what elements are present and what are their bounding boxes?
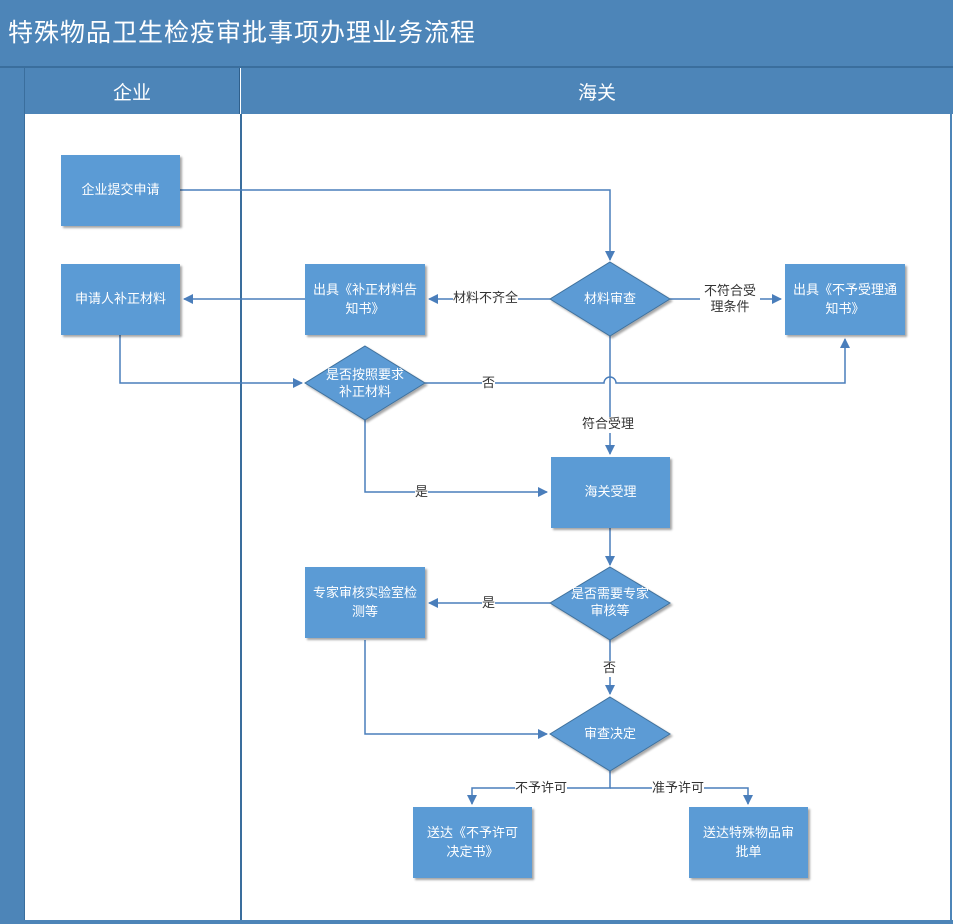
node-accept: 海关受理 — [551, 457, 670, 528]
edge-expert-to-decision — [364, 640, 548, 739]
diamond-need-expert-label: 是否需要专家审核等 — [570, 587, 649, 619]
edge-label-not-meet: 不符合受理条件 — [700, 284, 760, 316]
edge-label-yes-accept: 是 — [415, 485, 429, 501]
diamond-need-expert — [549, 566, 671, 641]
edge-submit-to-review — [180, 189, 615, 261]
title-bar: 特殊物品卫生检疫审批事项办理业务流程 — [0, 0, 953, 66]
edge-supplement-to-check — [119, 335, 303, 388]
edge-label-approve: 准予许可 — [652, 781, 705, 797]
page-title: 特殊物品卫生检疫审批事项办理业务流程 — [8, 18, 477, 47]
node-approve-doc: 送达特殊物品审批单 — [689, 807, 808, 878]
diamond-check-supplement — [304, 345, 426, 421]
node-supplement: 申请人补正材料 — [61, 264, 180, 335]
edge-label-no-check: 否 — [482, 376, 496, 392]
edge-label-no-expert: 否 — [603, 661, 617, 677]
diamond-review — [549, 261, 671, 337]
lane-border-bottom — [24, 920, 953, 924]
diamond-review-label: 材料审查 — [583, 291, 636, 307]
node-deny-doc: 送达《不予许可决定书》 — [413, 807, 532, 878]
node-expert: 专家审核实验室检测等 — [305, 567, 425, 638]
node-notice-reject: 出具《不予受理通知书》 — [785, 264, 905, 335]
lane-header-customs: 海关 — [241, 68, 953, 114]
lane-divider — [240, 114, 242, 924]
title-separator — [0, 66, 953, 68]
edge-check-yes-to-accept — [364, 420, 548, 497]
node-submit: 企业提交申请 — [61, 155, 180, 226]
diamond-check-supplement-label: 是否按照要求补正材料 — [325, 368, 404, 400]
pool-side-strip — [0, 68, 25, 924]
edge-label-incomplete: 材料不齐全 — [453, 291, 519, 307]
lane-border-right — [950, 114, 952, 924]
edge-check-no-to-reject — [425, 338, 850, 384]
edge-label-deny: 不予许可 — [515, 781, 568, 797]
lane-header-enterprise: 企业 — [25, 68, 240, 114]
node-notice-supplement: 出具《补正材料告知书》 — [305, 264, 425, 335]
edge-label-meet: 符合受理 — [582, 417, 635, 433]
diamond-decision-label: 审查决定 — [583, 726, 636, 742]
edge-label-yes-expert: 是 — [482, 596, 496, 612]
diamond-decision — [549, 696, 671, 772]
